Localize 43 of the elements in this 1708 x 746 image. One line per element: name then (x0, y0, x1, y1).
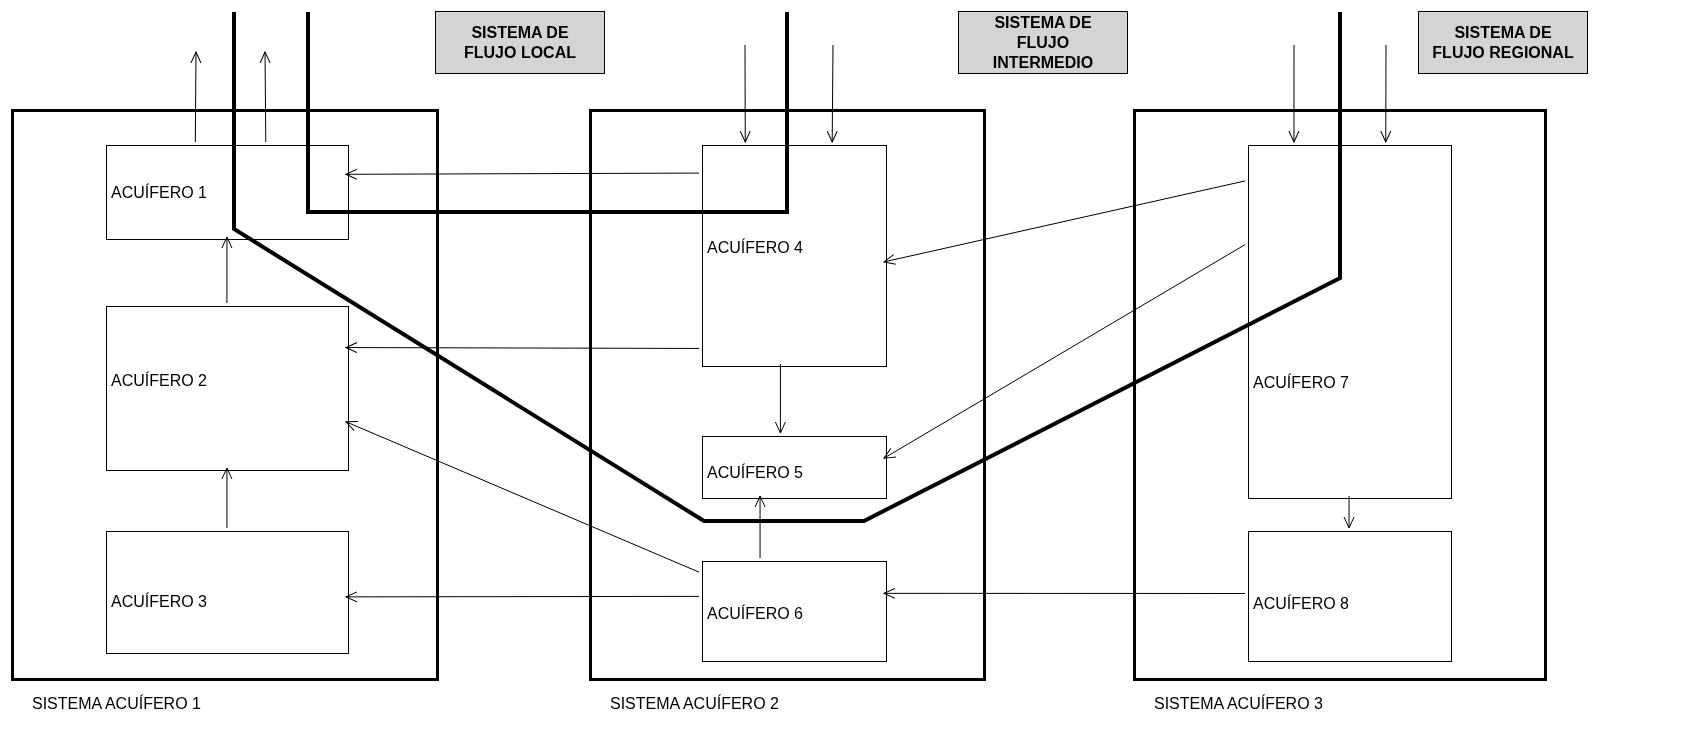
arrow (221, 467, 233, 529)
aquifer-label: ACUÍFERO 7 (1253, 372, 1349, 393)
flow-system-label (958, 11, 1128, 74)
arrow (883, 244, 1246, 459)
aquifer-box (106, 306, 349, 471)
aquifer-label: ACUÍFERO 6 (707, 603, 803, 624)
aquifer-box (702, 561, 887, 662)
system-caption: SISTEMA ACUÍFERO 3 (1154, 693, 1323, 714)
system-caption: SISTEMA ACUÍFERO 1 (32, 693, 201, 714)
aquifer-box (106, 145, 349, 240)
flow-system-title: SISTEMA DE FLUJO LOCAL (463, 22, 577, 63)
arrow (754, 495, 766, 559)
arrow (774, 363, 786, 434)
aquifer-label: ACUÍFERO 4 (707, 237, 803, 258)
arrow (345, 342, 700, 354)
aquifer-label: ACUÍFERO 2 (111, 370, 207, 391)
aquifer-label: ACUÍFERO 5 (707, 462, 803, 483)
arrow (259, 51, 271, 143)
aquifer-box (702, 436, 887, 499)
arrow (345, 168, 700, 180)
arrow (345, 591, 700, 603)
arrow (221, 236, 233, 304)
aquifer-box (1248, 531, 1452, 662)
aquifer-label: ACUÍFERO 8 (1253, 593, 1349, 614)
arrow (190, 51, 202, 143)
aquifer-box (106, 531, 349, 654)
flow-system-title: SISTEMA DE FLUJO INTERMEDIO (991, 12, 1095, 73)
flow-system-label (1418, 11, 1588, 74)
aquifer-label: ACUÍFERO 3 (111, 591, 207, 612)
arrow (345, 421, 700, 573)
flow-system-label (435, 11, 605, 74)
arrow (883, 587, 1246, 599)
arrow (1288, 44, 1300, 143)
arrow (1380, 44, 1392, 143)
arrow (826, 44, 838, 143)
arrow (739, 44, 751, 143)
arrow (883, 180, 1246, 265)
system-caption: SISTEMA ACUÍFERO 2 (610, 693, 779, 714)
flow-system-title: SISTEMA DE FLUJO REGIONAL (1431, 22, 1575, 63)
arrow (1343, 495, 1355, 529)
aquifer-box (702, 145, 887, 367)
aquifer-box (1248, 145, 1452, 499)
aquifer-label: ACUÍFERO 1 (111, 182, 207, 203)
